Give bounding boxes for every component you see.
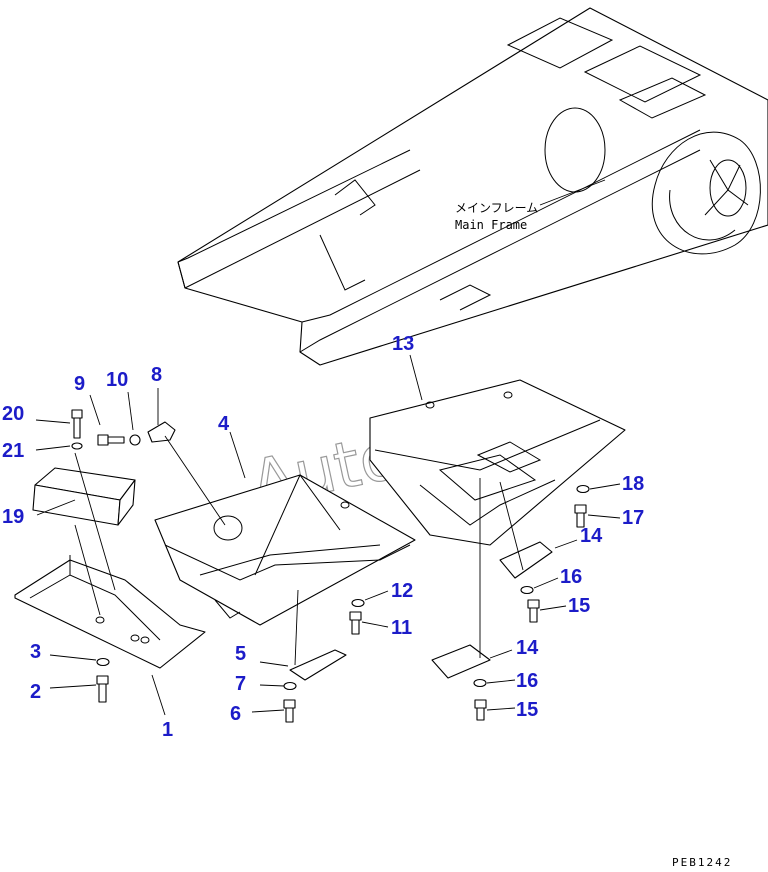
leader-lines [35,354,621,716]
callout-16a: 16 [560,566,582,588]
callout-2: 2 [30,681,41,703]
callout-5: 5 [235,643,246,665]
callout-3: 3 [30,641,41,663]
frame-label-jp: メインフレーム [455,201,538,215]
frame-label-en: Main Frame [455,218,527,232]
callout-20: 20 [2,403,24,425]
part-19-block [32,467,136,526]
callout-9: 9 [74,373,85,395]
callout-14a: 14 [580,525,603,547]
part-4-guard [154,474,416,626]
drawing-code: PEB1242 [672,856,732,869]
callout-13: 13 [392,333,414,355]
callout-11: 11 [391,617,412,639]
callout-21: 21 [2,440,24,462]
main-frame [177,7,768,366]
callout-16b: 16 [516,670,538,692]
callout-7: 7 [235,673,246,695]
callout-15b: 15 [516,699,538,721]
callout-10: 10 [106,369,128,391]
callout-4: 4 [218,413,230,435]
callout-6: 6 [230,703,241,725]
part-14-cover-lower [431,644,491,679]
callout-17: 17 [622,507,644,529]
bolts-and-washers [71,409,590,723]
callout-12: 12 [391,580,413,602]
callout-14b: 14 [516,637,539,659]
callout-18: 18 [622,473,644,495]
callout-19: 19 [2,506,24,528]
part-5-cover [289,649,347,681]
part-1-plate [14,555,206,669]
callout-8: 8 [151,364,162,386]
part-13-guard [369,379,626,546]
part-14-cover-upper [499,541,553,579]
callout-15a: 15 [568,595,590,617]
callout-numbers: 1 2 3 4 5 6 7 8 9 10 11 12 13 14 14 15 1… [2,333,644,741]
callout-1: 1 [162,719,173,741]
